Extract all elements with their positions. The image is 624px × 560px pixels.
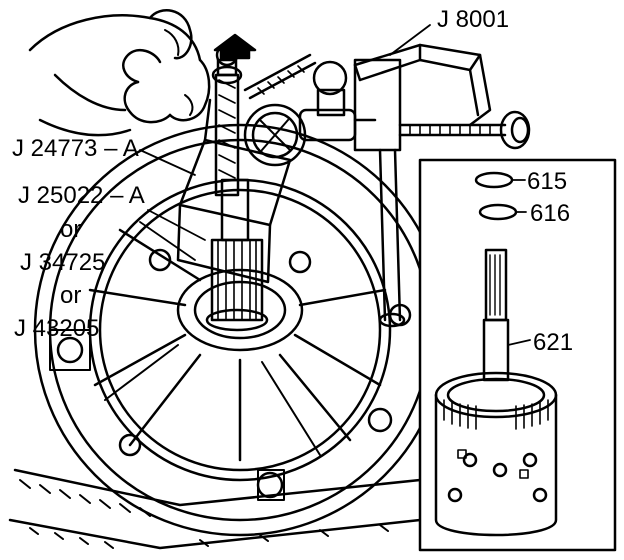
snap-ring-616 (478, 203, 527, 221)
label-j24773-a: J 24773 – A (12, 135, 139, 162)
label-j25022-a: J 25022 – A (18, 182, 145, 209)
dial-indicator (243, 60, 377, 167)
leader-lines (139, 24, 431, 261)
label-or-1: or (60, 216, 81, 243)
input-shaft-hub (205, 178, 269, 332)
label-615: 615 (527, 168, 567, 195)
bench-surface (8, 468, 422, 550)
snap-ring-615 (474, 171, 526, 189)
label-621: 621 (533, 329, 573, 356)
threaded-rod (243, 53, 317, 100)
label-j34725: J 34725 (20, 249, 105, 276)
label-or-2: or (60, 282, 81, 309)
label-j8001: J 8001 (437, 6, 509, 33)
tool-j8001-clamp (353, 43, 531, 328)
clutch-drum (434, 371, 558, 537)
label-616: 616 (530, 200, 570, 227)
label-j43205: J 43205 (14, 315, 99, 342)
technician-hand (28, 9, 211, 137)
inset-panel (418, 158, 617, 552)
transmission-case (33, 123, 447, 537)
callout-labels: J 8001 J 24773 – A J 25022 – A or J 3472… (12, 6, 573, 356)
up-arrow-icon (213, 33, 257, 60)
